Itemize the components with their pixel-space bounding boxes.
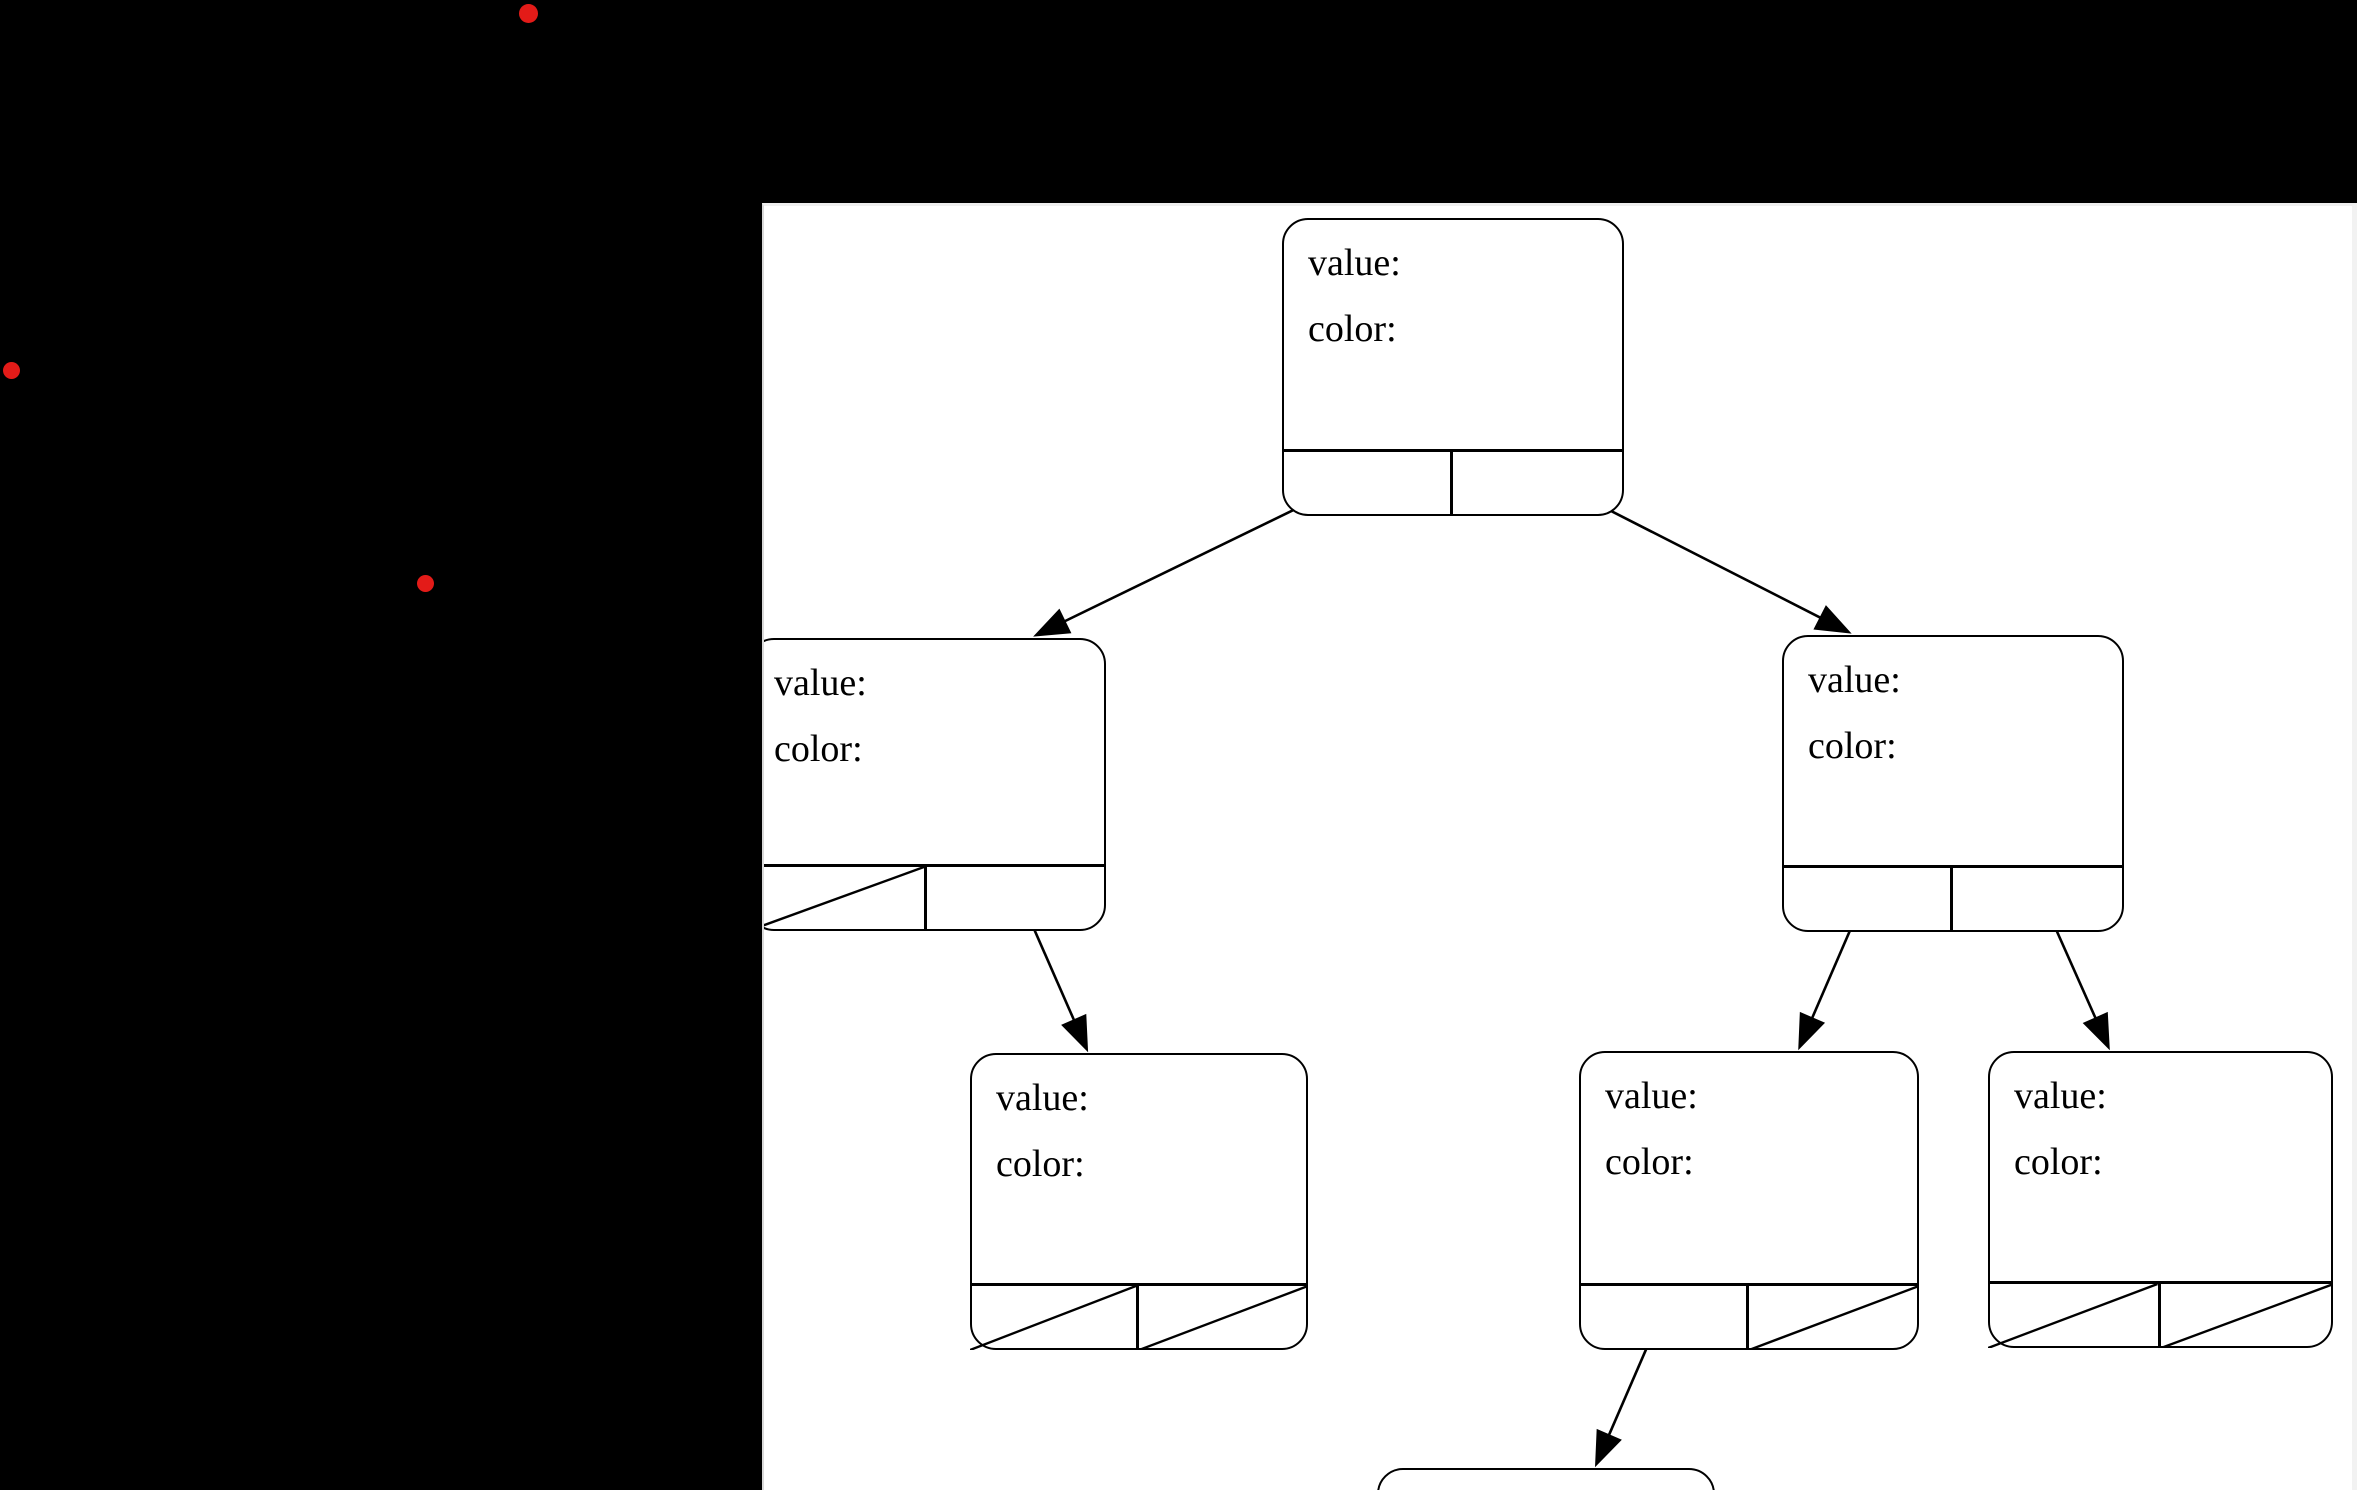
edge-root-right-arrowhead-icon (1813, 605, 1852, 634)
marker-dot-2 (3, 362, 20, 379)
marker-dot-1 (519, 4, 538, 23)
node-color-field: color: (1808, 725, 1897, 767)
node-pointer-cell-left[interactable] (970, 1286, 1139, 1350)
node-fields: value:color: (1377, 1468, 1715, 1490)
node-fields: value: color: (1282, 218, 1624, 368)
tree-node-left-right[interactable]: value: color: (970, 1053, 1308, 1350)
node-fields: value: color: (970, 1053, 1308, 1203)
node-pointer-row (970, 1283, 1308, 1350)
node-value-field: value: (1308, 242, 1401, 284)
edge-layer-svg (1015, 472, 2110, 1468)
diagram-canvas-panel[interactable]: value: color: value: color: value: color: valu… (762, 203, 2357, 1490)
edge-rightleft-left-arrowhead-icon (1595, 1428, 1622, 1468)
edge-root-left-arrowhead-icon (1033, 608, 1072, 637)
node-color-field: color: (1308, 308, 1397, 350)
edge-right-right-arrowhead-icon (2082, 1011, 2110, 1051)
node-pointer-cell-right[interactable] (1139, 1286, 1308, 1350)
node-frame (1782, 635, 2124, 932)
tree-node-right-left[interactable]: value: color: (1579, 1051, 1919, 1350)
edge-left-right-arrowhead-icon (1061, 1013, 1089, 1053)
node-pointer-cell-right[interactable] (2161, 1284, 2334, 1348)
node-color-field: color: (2014, 1141, 2103, 1183)
marker-dot-3 (417, 575, 434, 592)
edge-layer (1015, 472, 2110, 1468)
tree-node-root[interactable]: value: color: (1282, 218, 1624, 516)
node-fields: value: color: (764, 638, 1106, 788)
null-pointer-slash-icon (2161, 1284, 2334, 1348)
node-value-field: value: (996, 1077, 1089, 1119)
node-pointer-cell-left[interactable] (1782, 868, 1953, 932)
node-pointer-row (1282, 449, 1624, 516)
null-pointer-slash-icon (1749, 1286, 1919, 1350)
node-pointer-row (1579, 1283, 1919, 1350)
tree-node-right-right[interactable]: value: color: (1988, 1051, 2333, 1348)
null-pointer-slash-icon (1988, 1284, 2158, 1348)
node-pointer-row (1988, 1281, 2333, 1348)
node-fields: value: color: (1988, 1051, 2333, 1201)
node-value-field: value: (1605, 1075, 1698, 1117)
null-pointer-slash-icon (1139, 1286, 1308, 1350)
tree-node-right[interactable]: value: color: (1782, 635, 2124, 932)
node-fields: value: color: (1579, 1051, 1919, 1201)
node-pointer-cell-right[interactable] (927, 867, 1106, 931)
node-pointer-cell-left[interactable] (762, 867, 927, 931)
node-fields: value: color: (1782, 635, 2124, 785)
node-color-field: color: (774, 728, 863, 770)
node-pointer-cell-right[interactable] (1953, 868, 2124, 932)
edge-right-left-arrowhead-icon (1798, 1011, 1826, 1051)
node-pointer-row (1782, 865, 2124, 932)
node-value-field: value: (774, 662, 867, 704)
tree-node-deep[interactable]: value:color: (1377, 1468, 1715, 1490)
node-frame (1282, 218, 1624, 516)
node-pointer-row (762, 864, 1106, 931)
node-pointer-cell-left[interactable] (1282, 452, 1453, 516)
node-value-field: value: (2014, 1075, 2107, 1117)
node-pointer-cell-right[interactable] (1453, 452, 1624, 516)
node-pointer-cell-right[interactable] (1749, 1286, 1919, 1350)
node-pointer-cell-left[interactable] (1579, 1286, 1749, 1350)
node-value-field: value: (1808, 659, 1901, 701)
null-pointer-slash-icon (970, 1286, 1136, 1350)
node-pointer-cell-left[interactable] (1988, 1284, 2161, 1348)
node-color-field: color: (1605, 1141, 1694, 1183)
null-pointer-slash-icon (762, 867, 924, 931)
tree-node-left[interactable]: value: color: (762, 638, 1106, 931)
node-color-field: color: (996, 1143, 1085, 1185)
